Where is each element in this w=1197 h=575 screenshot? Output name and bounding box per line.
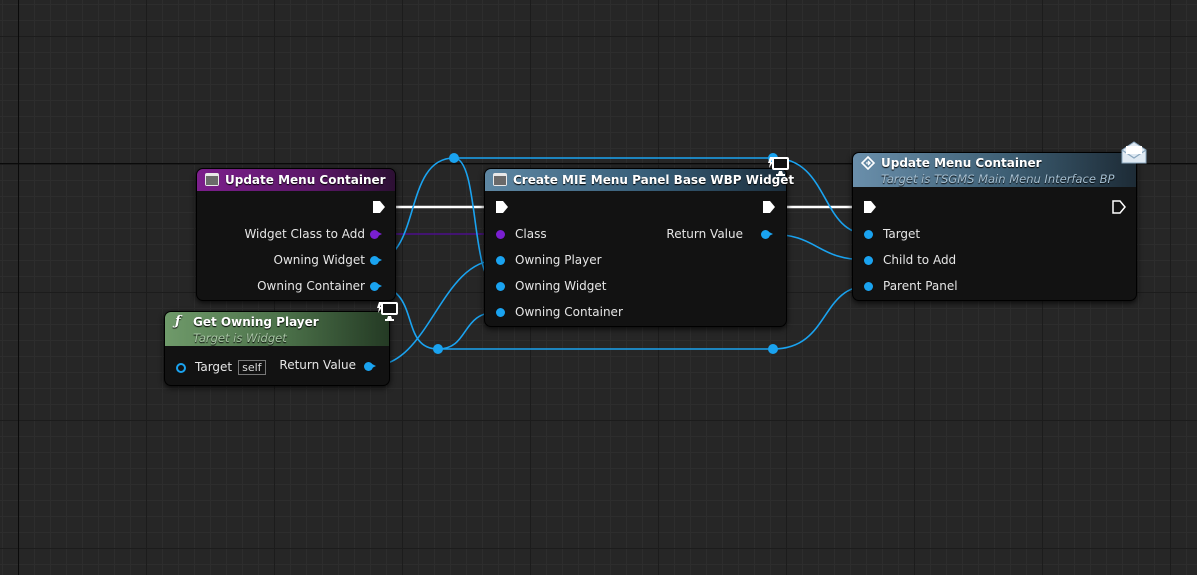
client-only-monitor-icon <box>377 302 398 321</box>
graph-origin-horizontal-line <box>0 163 1197 164</box>
interface-message-envelope-icon <box>1121 141 1147 164</box>
target-self-default[interactable]: self <box>238 360 266 375</box>
owning-widget-input-pin[interactable] <box>496 282 505 291</box>
create-widget-header[interactable]: Create MIE Menu Panel Base WBP Widget <box>485 169 794 191</box>
get-owning-player-header[interactable]: ƒ Get Owning Player Target is Widget <box>165 312 389 346</box>
interface-node-subtitle: Target is TSGMS Main Menu Interface BP <box>881 172 1115 186</box>
exec-input-pin-icon[interactable] <box>495 200 509 214</box>
return-value-output-pin[interactable] <box>761 230 773 239</box>
target-pin-row: Target self <box>195 360 266 375</box>
exec-output-pin-icon[interactable] <box>762 200 776 214</box>
function-icon <box>493 173 507 186</box>
f-function-icon: ƒ <box>175 314 181 329</box>
pin-label-target: Target <box>195 360 233 374</box>
function-node-create-widget[interactable]: Create MIE Menu Panel Base WBP Widget Cl… <box>484 168 794 327</box>
event-node-title: Update Menu Container <box>225 173 386 187</box>
pin-label-target: Target <box>883 227 921 241</box>
interface-node-header[interactable]: Update Menu Container Target is TSGMS Ma… <box>853 153 1136 187</box>
event-node-header[interactable]: Update Menu Container <box>197 169 395 191</box>
target-input-pin[interactable] <box>864 230 873 239</box>
pin-label-parent-panel: Parent Panel <box>883 279 958 293</box>
pin-label-owning-container: Owning Container <box>257 279 365 293</box>
pin-label-return-value: Return Value <box>666 227 743 241</box>
owning-container-output-pin[interactable] <box>370 282 382 291</box>
function-icon <box>205 173 219 186</box>
owning-container-input-pin[interactable] <box>496 308 505 317</box>
exec-input-pin-icon[interactable] <box>863 200 877 214</box>
pin-label-owning-widget: Owning Widget <box>273 253 366 267</box>
parent-panel-input-pin[interactable] <box>864 282 873 291</box>
wire-return-value-to-owning-player <box>371 259 499 367</box>
graph-origin-vertical-line <box>18 0 19 575</box>
pin-label-return-value: Return Value <box>279 358 356 372</box>
exec-output-pin-icon[interactable] <box>1112 200 1126 214</box>
pin-label-owning-container: Owning Container <box>515 305 623 319</box>
return-value-output-pin[interactable] <box>364 362 376 371</box>
reroute-node-top-left <box>449 153 459 163</box>
pin-label-widget-class-to-add: Widget Class to Add <box>244 227 365 241</box>
interface-event-diamond-icon <box>861 156 875 170</box>
function-node-get-owning-player[interactable]: ƒ Get Owning Player Target is Widget Tar… <box>164 311 390 386</box>
interface-node-title: Update Menu Container <box>881 156 1042 170</box>
pin-label-child-to-add: Child to Add <box>883 253 957 267</box>
class-input-pin[interactable] <box>496 230 505 239</box>
pin-label-class: Class <box>515 227 547 241</box>
exec-output-pin-icon[interactable] <box>372 200 386 214</box>
owning-player-input-pin[interactable] <box>496 256 505 265</box>
event-node-update-menu-container[interactable]: Update Menu Container Widget Class to Ad… <box>196 168 396 301</box>
child-to-add-input-pin[interactable] <box>864 256 873 265</box>
owning-widget-output-pin[interactable] <box>370 256 382 265</box>
pin-label-owning-player: Owning Player <box>515 253 602 267</box>
create-widget-title: Create MIE Menu Panel Base WBP Widget <box>513 173 795 187</box>
class-output-pin[interactable] <box>370 230 382 239</box>
client-only-monitor-icon <box>768 157 789 176</box>
get-owning-player-subtitle: Target is Widget <box>193 331 287 345</box>
reroute-node-bottom-left <box>433 344 443 354</box>
get-owning-player-title: Get Owning Player <box>193 315 319 329</box>
reroute-node-bottom-right <box>768 344 778 354</box>
interface-message-node-update-menu-container[interactable]: Update Menu Container Target is TSGMS Ma… <box>852 152 1137 301</box>
target-input-pin[interactable] <box>176 363 186 373</box>
pin-label-owning-widget: Owning Widget <box>515 279 607 293</box>
